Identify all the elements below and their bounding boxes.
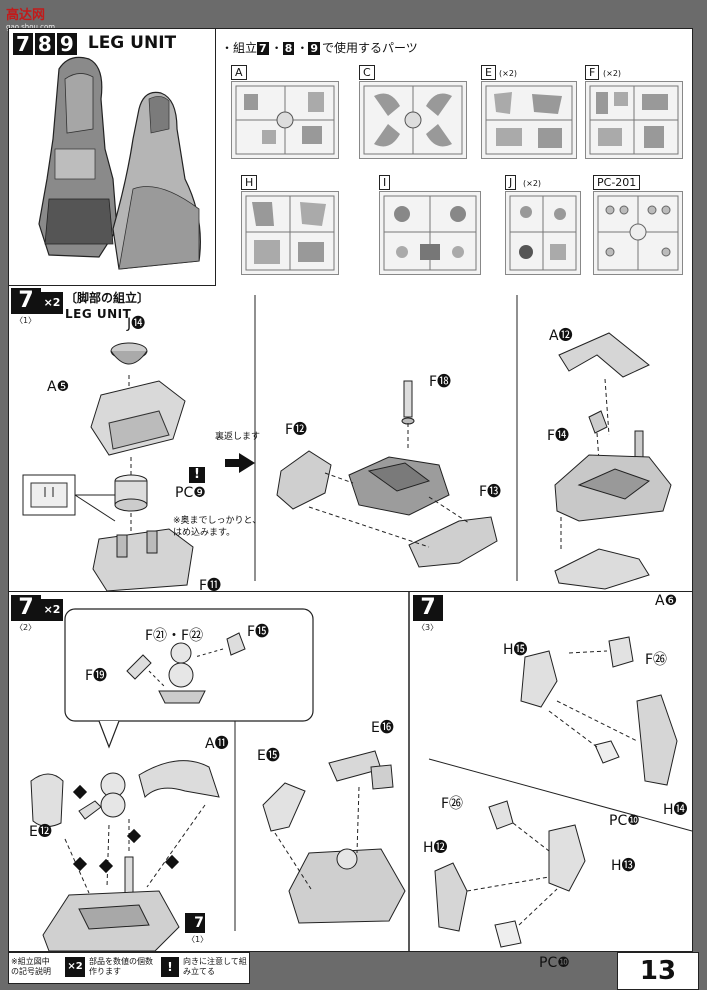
label-a12: A⓬ bbox=[549, 328, 573, 344]
step-7-2-number: 7 bbox=[11, 595, 41, 621]
runner-count-j: (×2) bbox=[523, 179, 542, 188]
page-number: 13 bbox=[617, 952, 699, 990]
label-h14: H⓮ bbox=[663, 802, 688, 818]
label-e15: E⓯ bbox=[257, 748, 280, 764]
step-number-7: 7 bbox=[13, 33, 33, 55]
label-e12: E⓬ bbox=[29, 824, 52, 840]
runner-label-pc201: PC-201 bbox=[593, 175, 641, 190]
symbol-legend: ※組立図中の記号説明 ×2 部品を数値の個数作ります ! 向きに注意して組み立て… bbox=[8, 952, 250, 984]
parts-intro-step-7: 7 bbox=[257, 42, 269, 55]
label-f26-upper: F㉖ bbox=[645, 652, 668, 668]
runner-label-j: J bbox=[505, 175, 517, 190]
runner-count-f: (×2) bbox=[603, 69, 622, 78]
label-f12: F⓬ bbox=[285, 422, 308, 438]
legend-x2-badge: ×2 bbox=[65, 957, 85, 977]
parts-intro-suffix: で使用するパーツ bbox=[322, 41, 418, 55]
parts-intro-step-9: 9 bbox=[308, 42, 321, 55]
caution-icon: ! bbox=[189, 467, 205, 483]
runner-c-sprue bbox=[359, 81, 467, 159]
step-number-9: 9 bbox=[56, 33, 77, 55]
site-watermark: 高达网 gao.shou.com bbox=[6, 4, 55, 31]
label-f15: F⓯ bbox=[247, 624, 270, 640]
label-f26-lower: F㉖ bbox=[441, 796, 464, 812]
runner-label-e: E bbox=[481, 65, 496, 80]
legend-caution-text: 向きに注意して組み立てる bbox=[183, 957, 247, 976]
press-fit-note: ※奥までしっかりと、はめ込みます。 bbox=[173, 516, 262, 538]
label-f21-f22: F㉑・F㉒ bbox=[145, 628, 204, 644]
label-f13: F⓭ bbox=[479, 484, 502, 500]
step-7-3-sub: 〈3〉 bbox=[417, 623, 439, 632]
label-f14: F⓮ bbox=[547, 428, 570, 444]
step-7-1-multiplier: ×2 bbox=[41, 292, 63, 314]
flip-note: 裏返します bbox=[215, 432, 261, 442]
leg-unit-illustration-area bbox=[9, 29, 216, 286]
label-pc10-lower: PC❿ bbox=[539, 955, 570, 971]
step-7-1-title-jp: 〔脚部の組立〕 bbox=[65, 291, 150, 305]
step-7-1-panel bbox=[9, 285, 692, 592]
runner-j-sprue bbox=[505, 191, 581, 275]
label-f18: F⓲ bbox=[429, 374, 452, 390]
parts-intro-step-8: 8 bbox=[282, 42, 295, 55]
ref-step-7-sub: 〈1〉 bbox=[187, 935, 209, 944]
label-e16: E⓰ bbox=[371, 720, 394, 736]
leg-unit-illustration bbox=[38, 56, 201, 270]
label-h15: H⓯ bbox=[503, 642, 528, 658]
runner-f-sprue bbox=[585, 81, 683, 159]
runner-label-c: C bbox=[359, 65, 375, 80]
step-7-1-title-en: LEG UNIT bbox=[65, 307, 132, 321]
label-a11: A⓫ bbox=[205, 736, 229, 752]
ref-step-7: 7 bbox=[194, 915, 204, 931]
watermark-url: gao.shou.com bbox=[6, 23, 56, 31]
step-7-2-sub: 〈2〉 bbox=[15, 623, 37, 632]
parts-intro-prefix: ・組立 bbox=[221, 41, 258, 55]
runner-h-sprue bbox=[241, 191, 339, 275]
legend-caution-badge: ! bbox=[161, 957, 179, 977]
step-7-1-number: 7 bbox=[11, 288, 41, 314]
step-7-1-diagram bbox=[22, 295, 672, 592]
legend-x2-text: 部品を数値の個数作ります bbox=[89, 957, 153, 976]
label-a5: A❺ bbox=[47, 379, 70, 395]
runner-e-sprue bbox=[481, 81, 577, 159]
label-h13: H⓭ bbox=[611, 858, 636, 874]
runner-label-i: I bbox=[379, 175, 391, 190]
label-a6: A❻ bbox=[655, 593, 678, 609]
label-f19: F⓳ bbox=[85, 668, 108, 684]
runner-a-sprue bbox=[231, 81, 339, 159]
step-7-2-multiplier: ×2 bbox=[41, 599, 63, 621]
runner-label-a: A bbox=[231, 65, 247, 80]
runner-pc201-sprue bbox=[593, 191, 683, 275]
label-pc10-upper: PC❿ bbox=[609, 813, 640, 829]
step-7-2-3-diagram bbox=[30, 591, 693, 952]
label-h12: H⓬ bbox=[423, 840, 448, 856]
step-7-3-number: 7 bbox=[413, 595, 443, 621]
runner-label-h: H bbox=[241, 175, 258, 190]
label-pc9: PC❾ bbox=[175, 485, 206, 501]
label-f11: F⓫ bbox=[199, 578, 222, 594]
runner-i-sprue bbox=[379, 191, 481, 275]
step-number-8: 8 bbox=[34, 33, 55, 55]
label-j14: J⓮ bbox=[127, 316, 146, 332]
watermark-text: 高达网 bbox=[6, 8, 46, 23]
step-7-1-sub: 〈1〉 bbox=[15, 316, 37, 325]
section-title-text: LEG UNIT bbox=[87, 33, 177, 53]
legend-title: ※組立図中の記号説明 bbox=[11, 957, 51, 976]
runner-count-e: (×2) bbox=[499, 69, 518, 78]
runner-label-f: F bbox=[585, 65, 600, 80]
